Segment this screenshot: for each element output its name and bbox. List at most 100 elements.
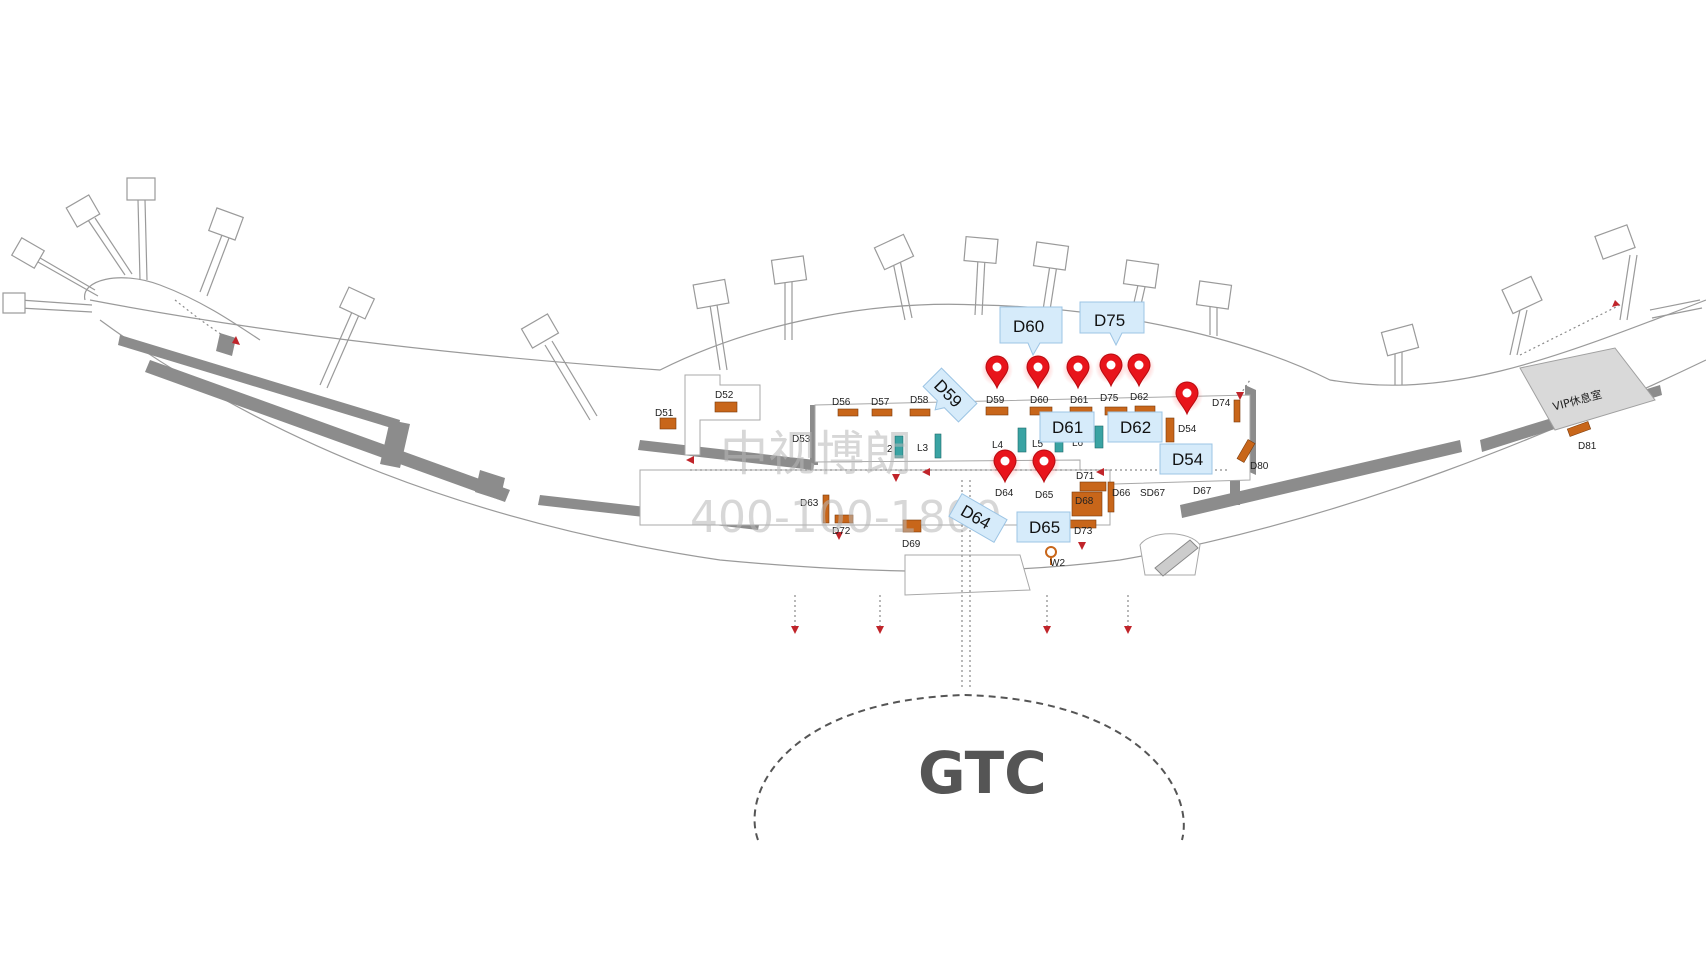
gate-label-d66: D66 (1112, 488, 1131, 499)
watermark-line-1: 中视博朗 (720, 426, 912, 482)
callout-d60: D60 (999, 306, 1063, 357)
callout-d62: D62 (1107, 411, 1163, 443)
lounge-label-l3: L3 (917, 443, 929, 454)
gate-label-d71: D71 (1076, 471, 1095, 482)
gate-label-d75: D75 (1100, 393, 1119, 404)
jet-bridge (1649, 299, 1703, 319)
gate-label-d67: D67 (1193, 486, 1212, 497)
gate-label-d54: D54 (1178, 424, 1197, 435)
ad-panel-d74 (1233, 399, 1241, 423)
jet-bridge (10, 237, 99, 297)
callout-d75-text: D75 (1094, 311, 1125, 330)
gate-label-d60: D60 (1030, 395, 1049, 406)
gate-label-d65: D65 (1035, 490, 1054, 501)
gate-label-d62: D62 (1130, 392, 1149, 403)
ad-panel-d57 (871, 408, 893, 417)
lounge-label-2: 2 (887, 444, 893, 455)
display-l2 (894, 435, 904, 459)
ad-panel-d59 (985, 406, 1009, 416)
watermark-line-2: 400-100-1800 (690, 492, 1002, 543)
callout-d65: D65 (1016, 511, 1071, 543)
pin-d65-icon[interactable] (1028, 448, 1060, 484)
gate-label-d68: D68 (1075, 496, 1094, 507)
pin-d60-icon[interactable] (1022, 354, 1054, 390)
ad-panel-d63 (822, 494, 830, 524)
lounge-label-l4: L4 (992, 440, 1004, 451)
ad-panel-d54 (1165, 417, 1175, 443)
pin-d61-icon[interactable] (1062, 354, 1094, 390)
display-l4 (1017, 427, 1027, 453)
gtc-label: GTC (918, 739, 1047, 807)
jet-bridge (2, 292, 93, 314)
ad-panel-d68 (1071, 491, 1103, 517)
lounge-label-l5: L5 (1032, 439, 1044, 450)
jet-bridge (1501, 275, 1543, 356)
vip-room: VIP休息室 (1519, 347, 1656, 431)
watermark: 中视博朗 400-100-1800 (690, 426, 1002, 543)
ad-panel-d72 (834, 514, 854, 524)
display-l6 (1094, 425, 1104, 449)
jet-bridge (65, 194, 133, 276)
callout-d61-text: D61 (1052, 418, 1083, 437)
callout-d64: D64 (948, 493, 1008, 543)
callout-d75: D75 (1079, 301, 1145, 347)
callout-d61: D61 (1039, 411, 1095, 443)
gate-label-d52: D52 (715, 390, 734, 401)
gate-label-sd67: SD67 (1140, 488, 1165, 499)
callout-d62-text: D62 (1120, 418, 1151, 437)
pin-d64-icon[interactable] (989, 448, 1021, 484)
gate-label-d64: D64 (995, 488, 1014, 499)
pin-d59-icon[interactable] (981, 354, 1013, 390)
gate-label-d51: D51 (655, 408, 674, 419)
flow-paths (174, 299, 1621, 690)
jet-bridge (319, 286, 376, 389)
ad-panel-d56 (837, 408, 859, 417)
gate-label-d59: D59 (986, 395, 1005, 406)
jet-bridge (873, 233, 915, 321)
callouts: D59 D60 D75 D61 D62 D54 D64 (922, 301, 1213, 543)
lounge-label-l6: L6 (1072, 438, 1084, 449)
jet-bridges (2, 177, 1703, 421)
ad-panel-d51 (659, 417, 677, 430)
gate-label-d74: D74 (1212, 398, 1231, 409)
callout-d65-text: D65 (1029, 518, 1060, 537)
ad-panel-d68b (1107, 481, 1115, 513)
pin-d75-icon[interactable] (1095, 352, 1127, 388)
jet-bridge (963, 236, 999, 316)
gate-label-d81: D81 (1578, 441, 1597, 452)
jet-bridge (1195, 280, 1233, 336)
callout-d54: D54 (1159, 443, 1213, 475)
gtc-area: GTC (753, 693, 1185, 841)
callout-d60-text: D60 (1013, 317, 1044, 336)
gate-label-d72: D72 (832, 526, 851, 537)
pin-d62-icon[interactable] (1123, 352, 1155, 388)
gate-label-d56: D56 (832, 397, 851, 408)
ad-panel-d71 (1079, 481, 1107, 492)
ad-panel-d81 (1566, 421, 1592, 437)
gate-label-d69: D69 (902, 539, 921, 550)
jet-bridge (199, 207, 245, 297)
ad-panel-d80 (1236, 439, 1256, 463)
jet-bridge (692, 278, 730, 371)
jet-bridge (1032, 241, 1070, 311)
gate-label-d80: D80 (1250, 461, 1269, 472)
jet-bridge (520, 313, 598, 421)
ad-panel-d58 (909, 408, 931, 417)
jet-bridge (770, 255, 808, 340)
pin-d54-icon[interactable] (1171, 380, 1203, 416)
gate-label-d53: D53 (792, 434, 811, 445)
ad-panel-d52 (714, 401, 738, 413)
gate-label-d61: D61 (1070, 395, 1089, 406)
gate-label-d73: D73 (1074, 526, 1093, 537)
gate-label-d57: D57 (871, 397, 890, 408)
jet-bridge (126, 177, 156, 281)
location-pins (981, 352, 1203, 484)
w2-marker (1045, 546, 1057, 565)
direction-arrows (232, 300, 1620, 634)
gate-label-w2: W2 (1050, 558, 1065, 569)
jet-bridge (1380, 323, 1420, 385)
gate-labels: D51 D52 D53 D56 D57 D58 D59 D60 D61 D75 … (655, 390, 1597, 569)
display-l3 (934, 433, 942, 459)
gate-label-d63: D63 (800, 498, 819, 509)
